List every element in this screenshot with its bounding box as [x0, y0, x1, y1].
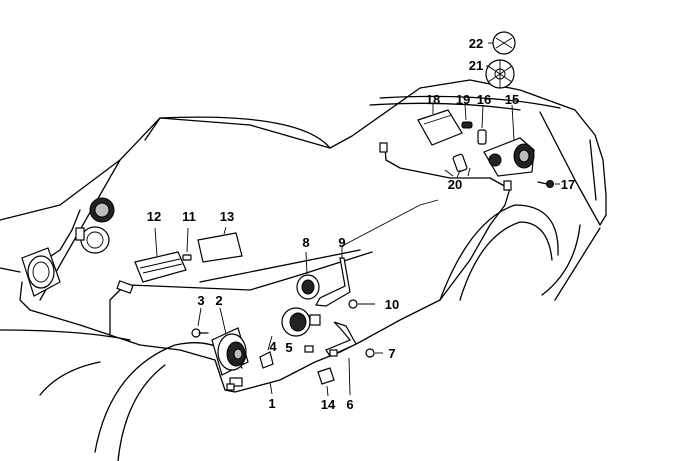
label-11: 11: [182, 209, 196, 224]
bolt-19: [461, 103, 473, 129]
label-6: 6: [346, 397, 353, 412]
small-speaker-5: [281, 307, 321, 337]
label-15: 15: [505, 92, 519, 107]
label-4: 4: [269, 339, 277, 354]
cover-plate: [197, 226, 243, 263]
label-2: 2: [215, 293, 222, 308]
screw-3: [191, 307, 209, 338]
label-7: 7: [388, 346, 395, 361]
label-17: 17: [561, 177, 575, 192]
bracket-9: [315, 199, 439, 307]
label-21: 21: [469, 58, 483, 73]
label-3: 3: [197, 293, 204, 308]
dash-tweeter-upper: [89, 197, 115, 223]
harness-connectors: [226, 142, 512, 391]
grille-ring-21: [485, 59, 515, 89]
label-12: 12: [147, 209, 161, 224]
bracket-6: [325, 321, 357, 396]
label-22: 22: [469, 36, 483, 51]
label-1: 1: [268, 396, 275, 411]
label-18: 18: [426, 92, 440, 107]
grille-14: [317, 367, 335, 397]
amplifier-module: [417, 104, 463, 146]
rear-speaker-15: [483, 104, 535, 177]
cover-22: [488, 31, 516, 55]
spacer-20: [452, 153, 468, 179]
dash-tweeter-lower: [75, 226, 110, 254]
label-13: 13: [220, 209, 234, 224]
screw-17: [537, 180, 560, 188]
left-door-speaker: [21, 247, 61, 297]
label-20: 20: [448, 177, 462, 192]
small-speaker-8: [296, 251, 320, 300]
radio-frame: [134, 227, 187, 283]
label-19: 19: [456, 92, 470, 107]
front-door-speaker: [211, 307, 249, 387]
callout-labels: 1 2 3 4 5 6 7 8 9 10 11 12 13 14 15 16 1…: [147, 36, 575, 412]
bolt-16: [477, 104, 487, 145]
clip-part: [182, 227, 192, 261]
label-10: 10: [385, 297, 399, 312]
fastener-4: [259, 335, 274, 369]
label-16: 16: [477, 92, 491, 107]
nut-10: [348, 299, 375, 309]
car-body-outline: [0, 79, 607, 396]
label-8: 8: [302, 235, 309, 250]
label-14: 14: [321, 397, 336, 412]
label-5: 5: [285, 340, 292, 355]
harness-plug-left: [116, 280, 134, 294]
leader-lines: [269, 167, 471, 395]
label-9: 9: [338, 235, 345, 250]
nut-7: [365, 348, 383, 358]
